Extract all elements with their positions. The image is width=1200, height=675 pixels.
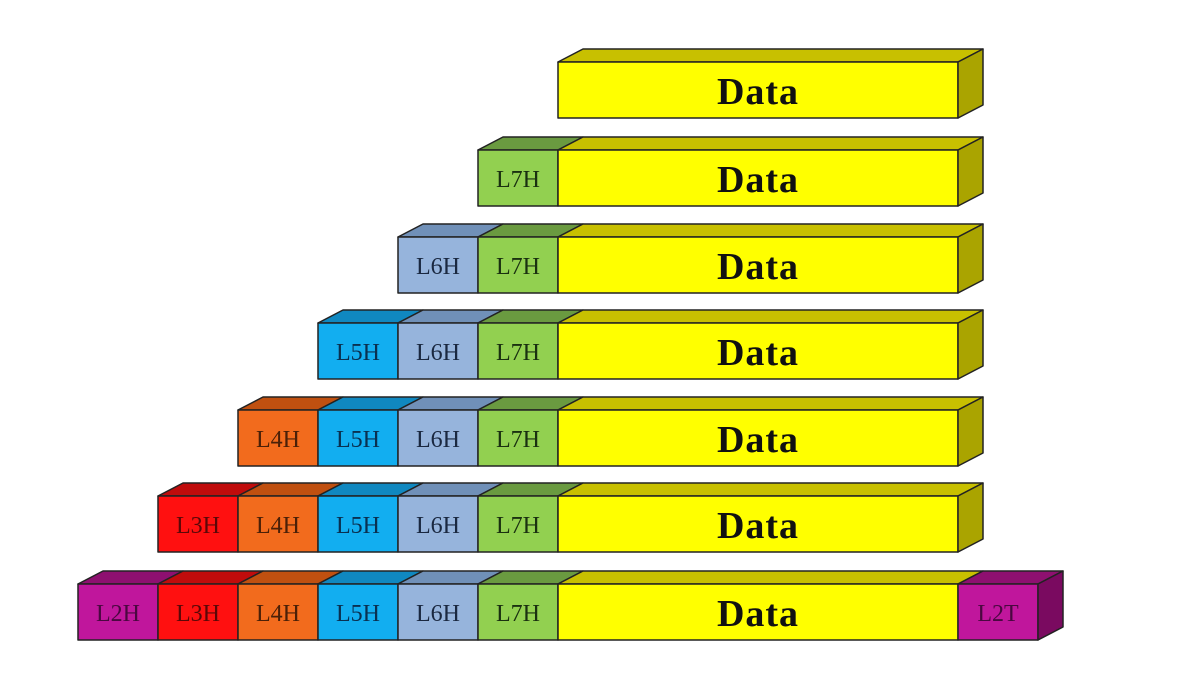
encapsulation-row: L5H L6H L7H Data	[317, 309, 984, 380]
block-front-face	[397, 322, 479, 380]
encapsulation-row: L3H L4H L5H L6H L7H Data	[157, 482, 984, 553]
block-front-face	[397, 495, 479, 553]
block-top-face	[557, 309, 984, 324]
block-side-face	[957, 136, 984, 207]
block-front-face	[397, 583, 479, 641]
block-front-face	[157, 495, 239, 553]
block-side-face	[1037, 570, 1064, 641]
segment-label: L4H	[256, 427, 300, 453]
segment-label: L5H	[336, 601, 380, 627]
segment-l5h: L5H	[317, 309, 424, 380]
segment-l2t: L2T	[957, 570, 1064, 641]
data-label: Data	[717, 159, 799, 201]
block-top-face	[557, 136, 984, 151]
segment-label: L2T	[977, 601, 1019, 627]
segment-label: L5H	[336, 513, 380, 539]
block-top-face	[557, 223, 984, 238]
segment-l5h: L5H	[317, 396, 424, 467]
encapsulation-row: Data	[557, 48, 984, 119]
segment-l7h: L7H	[477, 570, 584, 641]
segment-label: L6H	[416, 254, 460, 280]
segment-label: L6H	[416, 513, 460, 539]
block-front-face	[557, 61, 959, 119]
data-block: Data	[557, 223, 984, 294]
segment-l4h: L4H	[237, 570, 344, 641]
segment-label: L6H	[416, 427, 460, 453]
segment-label: L7H	[496, 513, 540, 539]
block-side-face	[957, 482, 984, 553]
encapsulation-row: L2H L3H L4H L5H L6H L7H Data L2T	[77, 570, 1064, 641]
block-front-face	[557, 495, 959, 553]
block-front-face	[557, 149, 959, 207]
block-top-face	[557, 482, 984, 497]
segment-l6h: L6H	[397, 396, 504, 467]
segment-l7h: L7H	[477, 309, 584, 380]
data-label: Data	[717, 593, 799, 635]
segment-label: L7H	[496, 254, 540, 280]
block-top-face	[557, 396, 984, 411]
block-front-face	[397, 409, 479, 467]
segment-l6h: L6H	[397, 482, 504, 553]
segment-l5h: L5H	[317, 570, 424, 641]
block-top-face	[557, 570, 984, 585]
segment-label: L5H	[336, 340, 380, 366]
block-front-face	[477, 583, 559, 641]
segment-l6h: L6H	[397, 570, 504, 641]
block-front-face	[477, 149, 559, 207]
segment-label: L6H	[416, 601, 460, 627]
block-front-face	[477, 322, 559, 380]
block-side-face	[957, 309, 984, 380]
segment-label: L2H	[96, 601, 140, 627]
block-top-face	[557, 48, 984, 63]
segment-label: L4H	[256, 601, 300, 627]
block-side-face	[957, 396, 984, 467]
data-label: Data	[717, 419, 799, 461]
data-label: Data	[717, 505, 799, 547]
block-front-face	[557, 583, 959, 641]
segment-label: L4H	[256, 513, 300, 539]
data-block: Data	[557, 482, 984, 553]
encapsulation-row: L7H Data	[477, 136, 984, 207]
segment-l6h: L6H	[397, 309, 504, 380]
data-block: Data	[557, 396, 984, 467]
data-block: Data	[557, 570, 984, 641]
data-label: Data	[717, 332, 799, 374]
data-label: Data	[717, 246, 799, 288]
segment-label: L7H	[496, 427, 540, 453]
segment-label: L7H	[496, 167, 540, 193]
data-block: Data	[557, 136, 984, 207]
block-front-face	[237, 583, 319, 641]
block-front-face	[477, 495, 559, 553]
block-side-face	[957, 223, 984, 294]
segment-label: L3H	[176, 601, 220, 627]
block-front-face	[317, 322, 399, 380]
encapsulation-row: L4H L5H L6H L7H Data	[237, 396, 984, 467]
segment-label: L5H	[336, 427, 380, 453]
segment-label: L7H	[496, 601, 540, 627]
segment-l7h: L7H	[477, 223, 584, 294]
block-side-face	[957, 48, 984, 119]
segment-l3h: L3H	[157, 482, 264, 553]
block-front-face	[557, 322, 959, 380]
segment-l7h: L7H	[477, 136, 584, 207]
block-front-face	[557, 236, 959, 294]
data-block: Data	[557, 309, 984, 380]
segment-label: L3H	[176, 513, 220, 539]
segment-label: L7H	[496, 340, 540, 366]
data-block: Data	[557, 48, 984, 119]
block-front-face	[157, 583, 239, 641]
segment-l6h: L6H	[397, 223, 504, 294]
segment-l7h: L7H	[477, 482, 584, 553]
segment-label: L6H	[416, 340, 460, 366]
block-front-face	[957, 583, 1039, 641]
data-label: Data	[717, 71, 799, 113]
block-front-face	[557, 409, 959, 467]
segment-l3h: L3H	[157, 570, 264, 641]
encapsulation-row: L6H L7H Data	[397, 223, 984, 294]
